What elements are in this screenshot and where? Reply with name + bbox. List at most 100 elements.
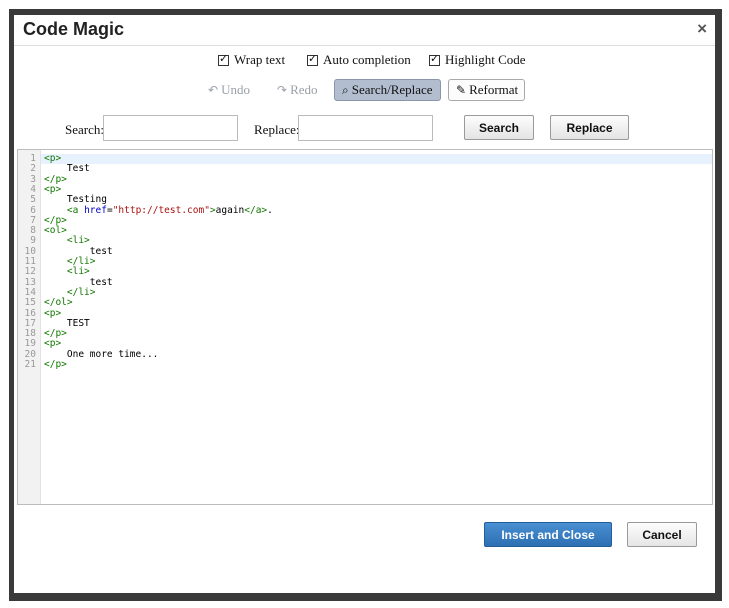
code-text: </ol> [44, 298, 73, 308]
cancel-button[interactable]: Cancel [627, 522, 697, 547]
code-line[interactable]: 9 <li> [18, 236, 712, 247]
code-token-tag: </li> [44, 256, 96, 267]
line-number: 12 [24, 266, 36, 278]
redo-button[interactable]: ↷ Redo [269, 79, 325, 101]
line-number: 3 [30, 173, 36, 185]
code-line[interactable]: 16 <p> [18, 307, 712, 319]
close-icon[interactable]: × [697, 19, 707, 38]
code-token-tag: </ol> [44, 297, 73, 309]
code-line[interactable]: 18 </p> [18, 328, 712, 340]
code-line[interactable]: 10 test [18, 245, 712, 257]
line-number: 15 [24, 297, 36, 309]
line-number: 17 [24, 317, 36, 329]
code-token-txt: again [215, 204, 245, 216]
code-magic-dialog: Code Magic × Wrap text Auto completion H… [14, 15, 715, 593]
replace-input[interactable] [298, 115, 433, 141]
code-token-txt: test [44, 245, 113, 257]
code-line[interactable]: 20 One more time... [18, 348, 712, 360]
line-number: 10 [24, 245, 36, 257]
redo-icon: ↷ [277, 83, 288, 97]
code-text: <ol> [44, 225, 67, 237]
redo-label: Redo [290, 82, 318, 97]
checkbox-checked-icon[interactable] [429, 52, 440, 66]
code-line[interactable]: 17 TEST [18, 317, 712, 329]
search-input[interactable] [103, 115, 238, 141]
code-text: </li> [44, 256, 96, 267]
undo-button[interactable]: ↶ Undo [200, 79, 256, 101]
code-text: <p> [44, 339, 61, 349]
code-line[interactable]: 7</p> [18, 214, 712, 226]
code-token-tag: <ol> [44, 225, 67, 237]
search-button[interactable]: Search [464, 115, 534, 140]
code-token-txt: test [44, 276, 113, 288]
code-line[interactable]: 13 test [18, 276, 712, 288]
code-token-tag: <p> [44, 153, 62, 164]
code-line[interactable]: 21</p> [18, 359, 712, 370]
line-number-gutter [18, 150, 41, 504]
search-replace-button[interactable]: ⌕ Search/Replace [334, 79, 441, 101]
line-number: 4 [30, 183, 36, 195]
code-token-tag: <a [66, 204, 85, 216]
code-line[interactable]: 11 </li> [18, 256, 712, 267]
code-text: Testing [44, 195, 107, 205]
line-number: 1 [30, 153, 36, 164]
line-number: 7 [30, 214, 36, 226]
replace-button[interactable]: Replace [550, 115, 629, 140]
line-number: 6 [30, 204, 36, 216]
wrap-text-checkbox[interactable]: Wrap text [218, 52, 285, 68]
checkbox-checked-icon[interactable] [218, 52, 229, 66]
code-token-txt: One more time... [44, 348, 159, 360]
reformat-label: Reformat [469, 82, 519, 97]
code-text: <p> [44, 153, 62, 164]
line-number: 13 [24, 276, 36, 288]
line-number: 5 [30, 194, 36, 206]
line-number: 16 [24, 307, 36, 319]
replace-label: Replace: [254, 122, 300, 137]
code-token-txt: Testing [44, 194, 107, 206]
line-number: 19 [24, 338, 36, 350]
highlight-code-checkbox[interactable]: Highlight Code [429, 52, 526, 68]
line-number: 2 [30, 163, 36, 175]
dialog-title: Code Magic [23, 19, 125, 39]
reformat-button[interactable]: ✎ Reformat [448, 79, 525, 101]
code-text: </p> [44, 328, 67, 339]
search-label: Search: [65, 122, 104, 137]
code-line[interactable]: 15 </ol> [18, 297, 712, 309]
line-number: 18 [24, 328, 36, 340]
line-number: 11 [24, 256, 36, 267]
code-token-txt: TEST [44, 317, 90, 329]
code-token-tag: <li> [44, 266, 90, 278]
auto-completion-checkbox[interactable]: Auto completion [307, 52, 411, 68]
code-line[interactable]: 8 <ol> [18, 225, 712, 237]
code-line[interactable]: 1 <p> [18, 153, 712, 164]
insert-and-close-button[interactable]: Insert and Close [484, 522, 612, 547]
code-text: TEST [44, 317, 90, 329]
line-number: 8 [30, 225, 36, 237]
checkbox-checked-icon[interactable] [307, 52, 318, 66]
binoculars-icon: ⌕ [342, 82, 349, 97]
code-line[interactable]: 14 </li> [18, 287, 712, 298]
code-token-tag: > [209, 204, 216, 216]
dialog-titlebar: Code Magic × [14, 15, 715, 46]
code-token-tag: </p> [44, 173, 67, 185]
code-line[interactable]: 6 <a href="http://test.com">again</a>. [18, 204, 712, 216]
code-token-tag: <p> [44, 183, 62, 195]
code-text: <p> [44, 307, 62, 319]
code-text: <li> [44, 236, 90, 246]
code-token-attr: href [84, 204, 107, 216]
reformat-icon: ✎ [456, 83, 467, 97]
code-line[interactable]: 19 <p> [18, 338, 712, 350]
code-text: test [44, 245, 113, 257]
code-text: </li> [44, 287, 96, 298]
code-line[interactable]: 12 <li> [18, 266, 712, 278]
code-line[interactable]: 2 Test [18, 163, 712, 175]
highlight-code-label: Highlight Code [445, 52, 526, 67]
code-line[interactable]: 3 </p> [18, 173, 712, 185]
code-line[interactable]: 5 Testing [18, 194, 712, 206]
code-token-tag: <p> [44, 307, 62, 319]
code-text: <p> [44, 183, 62, 195]
undo-icon: ↶ [208, 83, 219, 97]
code-text: <a href="http://test.com">again</a>. [44, 204, 273, 216]
code-line[interactable]: 4 <p> [18, 183, 712, 195]
